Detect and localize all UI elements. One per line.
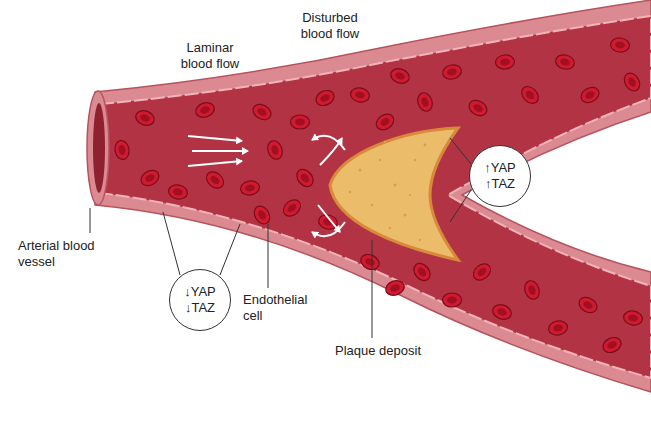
part-label: Plaque deposit [335,343,421,359]
gene-label: ↑TAZ [485,176,515,192]
vessel-wall [95,0,651,392]
plaque-texture [349,141,427,241]
leader-lines [90,138,471,338]
gene-label: ↑YAP [484,160,516,176]
gene-label: ↓TAZ [185,300,215,316]
part-label: Disturbed blood flow [295,10,365,41]
part-label: Arterial blood vessel [18,238,100,269]
laminar-flow-arrows [188,136,248,166]
part-label: Endothelial cell [243,292,321,323]
gene-label: ↓YAP [184,284,216,300]
disturbed-flow-arrows [312,136,345,236]
vessel-lumen [100,16,651,378]
marker-circle: ↑YAP↑TAZ [469,145,531,207]
part-label: Laminar blood flow [175,40,245,71]
plaque [330,128,458,260]
circle-content: ↑YAP↑TAZ [484,160,516,191]
vessel-opening-lumen [93,103,105,193]
circle-content: ↓YAP↓TAZ [184,284,216,315]
vessel-opening [87,91,109,205]
red-blood-cells [113,37,643,355]
marker-circle: ↓YAP↓TAZ [169,269,231,331]
